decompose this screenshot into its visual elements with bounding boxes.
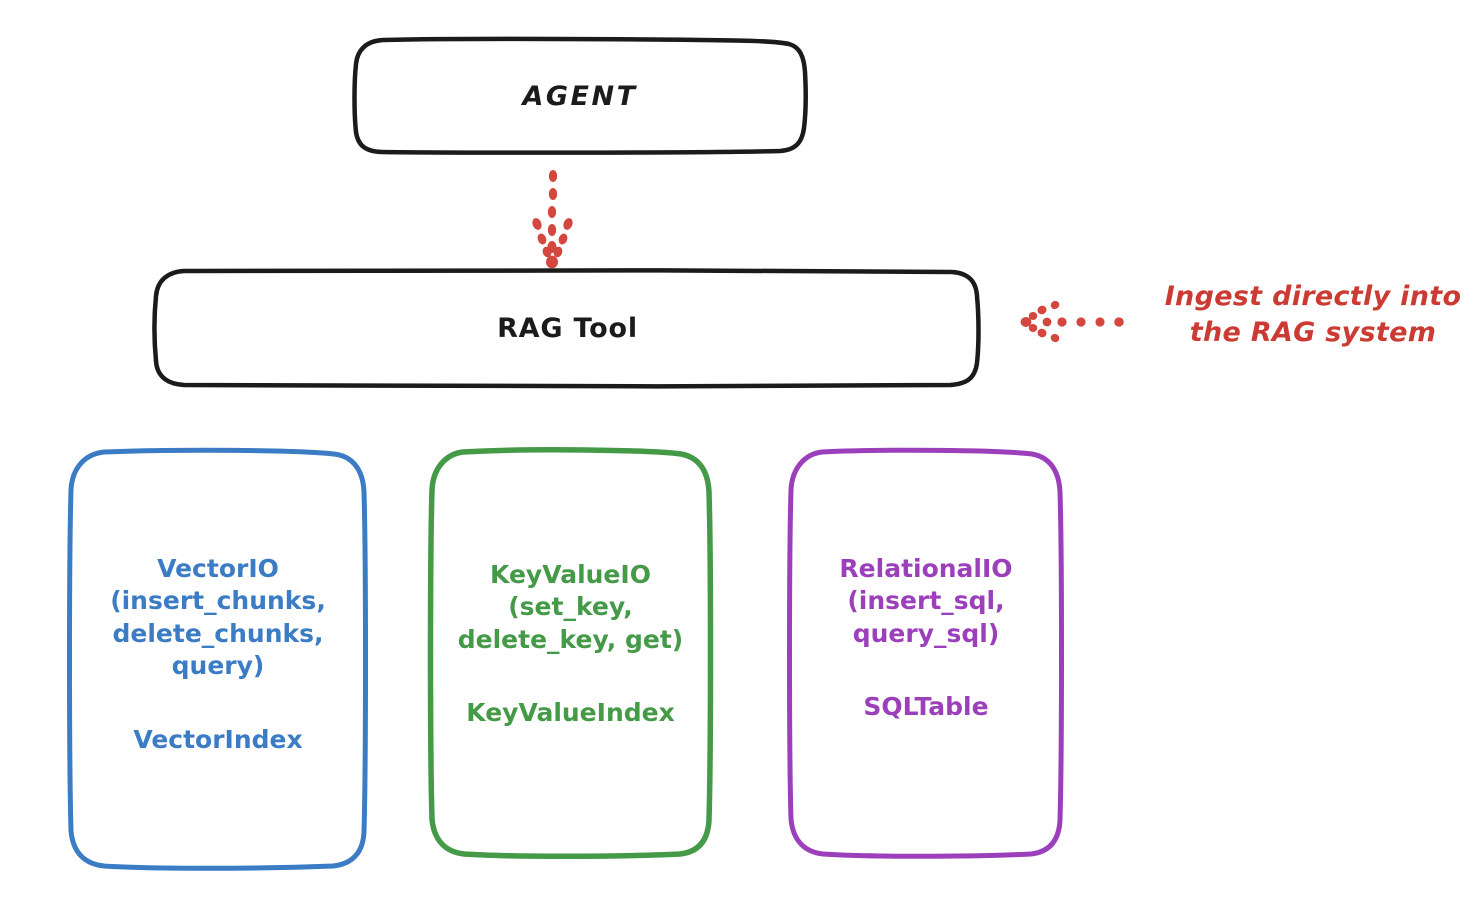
key-value-io-api-label: KeyValueIO (set_key, delete_key, get) [457,559,684,654]
key-value-io-node[interactable]: KeyValueIO (set_key, delete_key, get) Ke… [430,450,711,856]
vector-io-api-label: VectorIO (insert_chunks, delete_chunks, … [110,553,326,681]
vector-io-node[interactable]: VectorIO (insert_chunks, delete_chunks, … [70,450,366,868]
key-value-io-content: KeyValueIO (set_key, delete_key, get) Ke… [430,440,711,846]
relational-io-api-label: RelationalIO (insert_sql, query_sql) [839,553,1013,648]
relational-io-node[interactable]: RelationalIO (insert_sql, query_sql) SQL… [790,450,1062,856]
ingest-annotation-text: Ingest directly into the RAG system [1164,281,1462,348]
relational-io-content: RelationalIO (insert_sql, query_sql) SQL… [790,434,1062,840]
relational-io-index-label: SQLTable [863,692,989,722]
vector-io-box-outline [67,447,368,871]
key-value-io-box-outline [427,447,714,859]
rag-tool-node[interactable]: RAG Tool [155,270,980,386]
agent-to-rag-connector [532,170,573,269]
rag-tool-label: RAG Tool [497,312,638,344]
vector-io-index-label: VectorIndex [133,724,303,754]
ingest-to-rag-connector [1020,300,1124,343]
agent-node[interactable]: AGENT [355,39,805,153]
agent-box-outline [352,36,808,155]
relational-io-box-outline [787,447,1064,859]
key-value-io-index-label: KeyValueIndex [466,698,675,728]
vector-io-content: VectorIO (insert_chunks, delete_chunks, … [70,444,366,862]
agent-label: AGENT [522,80,638,112]
rag-tool-box-outline [152,267,981,389]
